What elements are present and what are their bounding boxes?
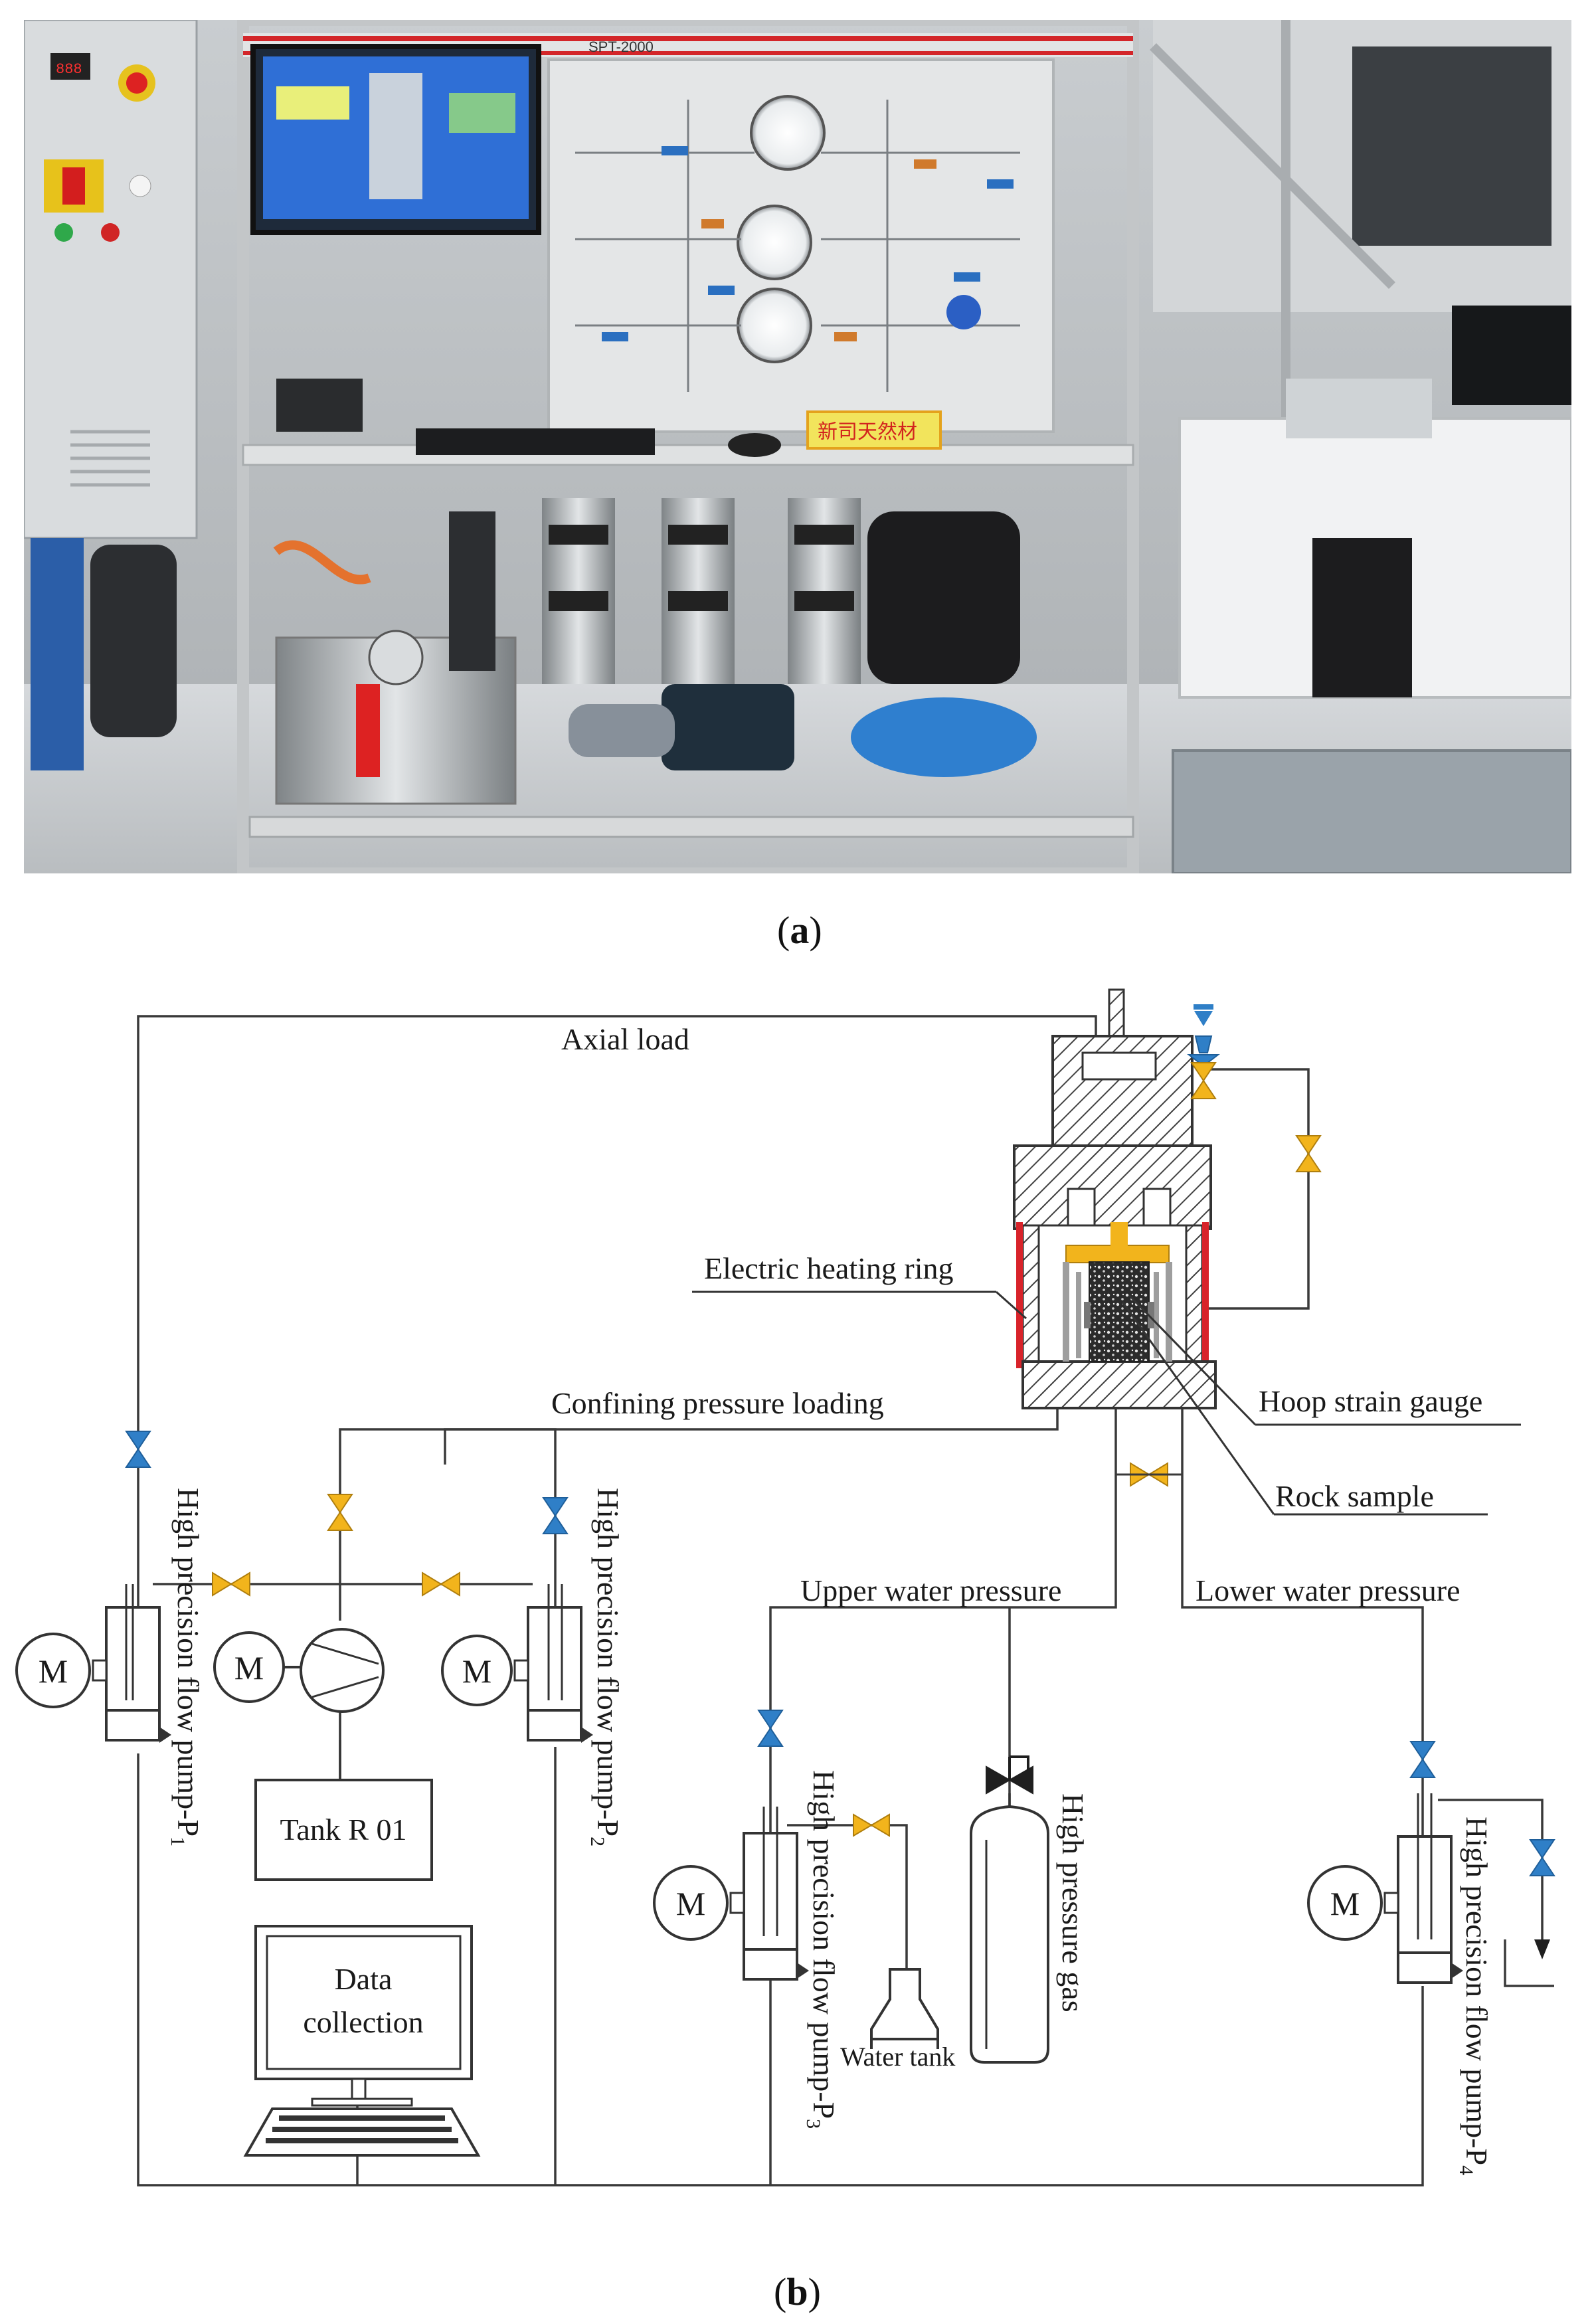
label-water-tank: Water tank	[840, 2042, 955, 2072]
label-confining-pressure-loading: Confining pressure loading	[551, 1386, 884, 1420]
label-pump-p3: High precision flow pump-P3	[802, 1770, 841, 2129]
tank-r01-label: Tank R 01	[280, 1813, 407, 1846]
label-upper-water-pressure: Upper water pressure	[800, 1573, 1061, 1607]
label-pump-p2: High precision flow pump-P2	[586, 1488, 625, 1846]
label-axial-load: Axial load	[561, 1022, 689, 1056]
data-collection-line1: Data	[335, 1962, 393, 1996]
flow-pump-p2: M	[441, 1584, 593, 1743]
heating-ring-right	[1202, 1222, 1209, 1368]
water-tank-body: Water tank	[840, 2039, 955, 2072]
lab-apparatus-photo: 888 SPT-2000	[24, 20, 1571, 873]
motor-m1: M	[39, 1653, 68, 1690]
label-pump-p1: High precision flow pump-P1	[167, 1488, 205, 1846]
flow-pump-p3: M	[653, 1807, 809, 1981]
caption-a: (a)	[777, 909, 822, 952]
data-collection-computer: Data collection	[243, 1925, 481, 2157]
svg-text:888: 888	[56, 61, 82, 78]
label-pump-p4: High precision flow pump-P4	[1455, 1817, 1494, 2175]
label-lower-water-pressure: Lower water pressure	[1196, 1573, 1460, 1607]
panel-tag: SPT-2000	[588, 39, 654, 55]
flow-pump-p1: M	[15, 1584, 171, 1743]
caption-b: (b)	[774, 2270, 821, 2313]
motor-m4: M	[1330, 1885, 1360, 1922]
test-rig-frame: SPT-2000 新司天然材	[237, 20, 1139, 873]
tank-r01: Tank R 01	[254, 1779, 433, 1881]
gear-pump: M	[213, 1628, 385, 1780]
label-hoop-strain-gauge: Hoop strain gauge	[1259, 1384, 1482, 1418]
lab-background-right	[1150, 20, 1571, 873]
motor-m3: M	[676, 1885, 705, 1922]
motor-m-gear: M	[234, 1649, 264, 1686]
heating-ring-left	[1016, 1222, 1023, 1368]
gas-cylinder	[970, 1793, 1049, 2064]
rock-sample-core	[1089, 1261, 1150, 1362]
motor-m2: M	[462, 1653, 491, 1690]
diagram-labels: Axial load Electric heating ring Confini…	[551, 1022, 1521, 1607]
flow-pump-p4: M	[1307, 1793, 1463, 1984]
data-collection-line2: collection	[303, 2005, 423, 2039]
electrical-cabinet: 888	[24, 20, 198, 539]
vertical-labels: High precision flow pump-P1 High precisi…	[167, 1488, 1494, 2175]
triaxial-cell	[1013, 988, 1217, 1409]
label-high-pressure-gas: High pressure gas	[1056, 1793, 1090, 2012]
desk-sign: 新司天然材	[818, 420, 917, 444]
pipelines	[137, 1015, 1554, 2187]
funnel-icon	[1194, 1004, 1213, 1026]
valves	[125, 1035, 1555, 1959]
label-rock-sample: Rock sample	[1275, 1479, 1434, 1513]
label-electric-heating-ring: Electric heating ring	[704, 1251, 954, 1285]
